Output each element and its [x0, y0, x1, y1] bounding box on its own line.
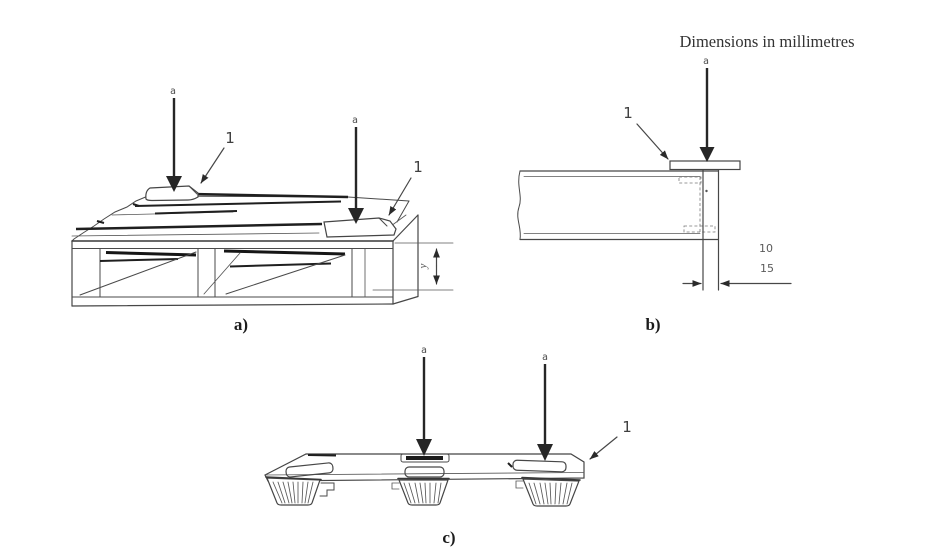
- load-arrow-head-icon: [699, 147, 715, 162]
- board-gap-line: [134, 200, 342, 207]
- foot-step-bracket: [319, 482, 335, 497]
- deck-slot: [400, 453, 450, 463]
- load-arrow: a: [348, 115, 364, 224]
- foot-step-bracket: [515, 480, 524, 489]
- dim-label-15: 15: [760, 262, 774, 275]
- item-leader: 1: [623, 104, 669, 160]
- board-gap-line: [191, 192, 349, 199]
- pallet-bottom-edge: [71, 303, 394, 307]
- deck-slot-mark: [507, 462, 513, 468]
- foot-step-bracket: [391, 482, 400, 490]
- load-plate-left-edge-line: [188, 185, 198, 195]
- item-label: 1: [413, 158, 423, 176]
- load-arrow-label: a: [421, 345, 427, 356]
- load-arrow: a: [416, 345, 432, 456]
- plastic-pallet-drawing: [264, 453, 585, 507]
- hidden-edge: [683, 225, 716, 233]
- load-arrow-head-icon: [416, 439, 432, 456]
- load-arrow: a: [166, 86, 182, 192]
- deck-back-edge-mark: [307, 454, 337, 457]
- pallet-foot: [265, 476, 335, 506]
- dimension-overhang: 10 15: [682, 242, 792, 287]
- board-end-mark: [132, 203, 140, 207]
- inner-board-shadow: [105, 251, 197, 257]
- perspective-diagonal: [203, 252, 241, 295]
- foot-ribs: [272, 481, 314, 504]
- load-arrow-head-icon: [537, 444, 553, 461]
- load-plate-right-edge-line: [378, 217, 388, 227]
- board-gap-line: [154, 210, 238, 215]
- deck-slot-opening: [406, 456, 443, 460]
- load-plate-right: [323, 217, 397, 238]
- deck-slot: [285, 462, 334, 478]
- foot-ribs: [403, 482, 442, 504]
- panel-a: a a 1 1 y a): [71, 86, 454, 334]
- board-gap-line: [75, 222, 323, 231]
- item-leader: 1: [589, 418, 632, 460]
- load-arrow-head-icon: [166, 176, 182, 192]
- units-note: Dimensions in millimetres: [679, 32, 854, 51]
- load-arrow-head-icon: [348, 208, 364, 224]
- break-line: [517, 170, 521, 240]
- item-label: 1: [225, 129, 235, 147]
- perspective-diagonal: [225, 254, 346, 295]
- foot-collar-line: [265, 476, 322, 481]
- end-face-top-edge: [392, 214, 419, 242]
- inner-board-shadow: [229, 262, 332, 268]
- deck-right-edge: [396, 200, 410, 223]
- item-leader: 1: [200, 129, 235, 184]
- foot-collar-line: [521, 476, 581, 481]
- load-arrow-label: a: [352, 115, 358, 126]
- inner-board-shadow: [223, 249, 346, 256]
- leader-line: [589, 436, 618, 460]
- pallet-front-face: [71, 214, 419, 307]
- end-face-bottom-edge: [392, 295, 419, 305]
- panel-b-caption: b): [645, 315, 660, 334]
- item-label: 1: [622, 418, 632, 436]
- item-label: 1: [623, 104, 633, 122]
- item-leader: 1: [388, 158, 423, 216]
- beam-cross-section-drawing: [517, 160, 741, 291]
- leader-line: [636, 123, 669, 160]
- center-mark: [705, 189, 708, 193]
- perspective-diagonal: [79, 251, 197, 296]
- dimension-y: y: [372, 242, 454, 291]
- board-end-mark: [96, 220, 105, 224]
- foot-ribs: [528, 482, 573, 505]
- load-arrow: a: [537, 352, 553, 461]
- leader-line: [388, 177, 412, 216]
- panel-c: a a 1 c): [264, 345, 632, 547]
- panel-b: Dimensions in millimetres a 1: [517, 32, 855, 334]
- pallet-foot: [391, 477, 450, 506]
- dim-label-10: 10: [759, 242, 773, 255]
- hidden-edge: [678, 176, 702, 184]
- load-plate-left: [145, 185, 199, 202]
- wooden-pallet-drawing: [71, 185, 419, 307]
- pallet-foot: [515, 476, 581, 507]
- load-arrow-label: a: [170, 86, 176, 97]
- panel-c-caption: c): [442, 528, 455, 547]
- board-gap-line: [71, 232, 320, 237]
- leader-line: [200, 147, 225, 184]
- load-arrow: a: [699, 56, 715, 162]
- pallet-deck-boards: [71, 192, 410, 242]
- load-arrow-label: a: [703, 56, 709, 67]
- board-gap-line: [390, 214, 407, 227]
- deck-left-edge: [71, 195, 149, 242]
- inner-board-shadow: [99, 258, 179, 262]
- deck-slot: [404, 466, 445, 478]
- load-plate-section: [669, 160, 741, 171]
- dimension-y-label: y: [417, 263, 429, 269]
- load-arrow-label: a: [542, 352, 548, 363]
- panel-a-caption: a): [234, 315, 248, 334]
- deck-back-edge: [347, 196, 410, 202]
- deck-slot: [512, 459, 567, 473]
